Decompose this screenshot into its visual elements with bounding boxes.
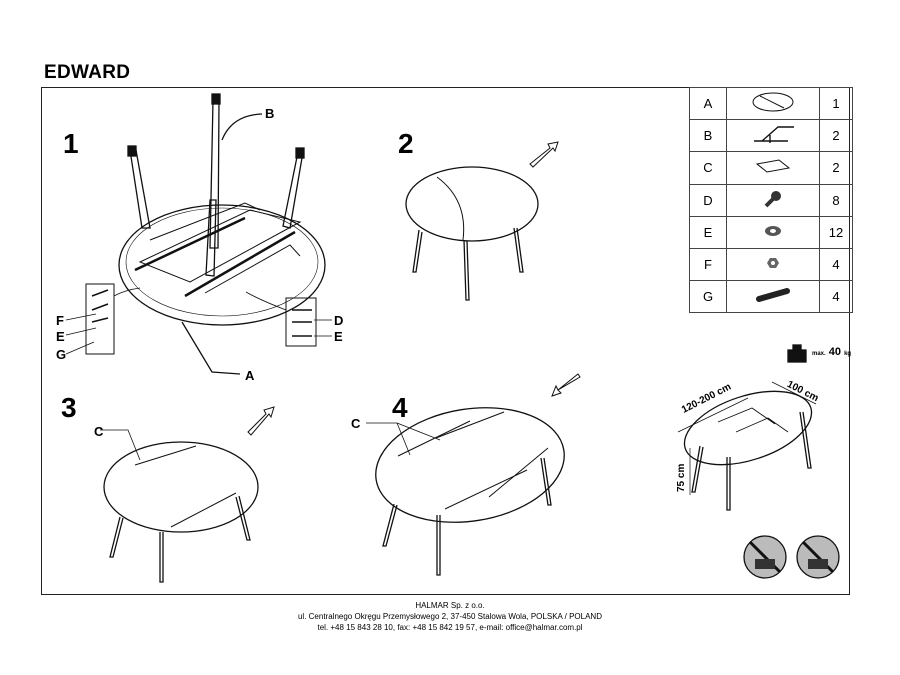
step4-illustration [366, 373, 581, 576]
parts-row: D 8 [689, 183, 853, 217]
tabletop-icon [726, 86, 820, 121]
footer-company: HALMAR Sp. z o.o. [415, 601, 485, 610]
max-load-prefix: max. [812, 351, 826, 357]
part-qty: 2 [819, 151, 853, 185]
step-number-3: 3 [61, 392, 77, 423]
part-qty: 4 [819, 247, 853, 282]
callout-g: G [56, 347, 67, 362]
callout-a: A [245, 368, 255, 383]
step-number-4: 4 [392, 392, 408, 423]
dimension-height: 75 cm [676, 463, 687, 492]
instruction-frame [41, 87, 850, 595]
weight-icon [787, 344, 807, 363]
part-letter: B [689, 119, 727, 153]
step3-illustration [100, 406, 275, 583]
max-load-unit: kg [844, 351, 852, 357]
part-letter: F [689, 247, 727, 282]
footer-contact: tel. +48 15 843 28 10, fax: +48 15 842 1… [317, 623, 583, 632]
step1-illustration [65, 93, 332, 375]
washer-icon [726, 215, 820, 249]
callout-e-right: E [334, 329, 343, 344]
bolt-icon [726, 183, 820, 217]
max-load-label: max. 40 kg [812, 346, 851, 358]
part-qty: 12 [819, 215, 853, 249]
leg-frame-icon [726, 119, 820, 153]
callout-c-step4: C [351, 416, 361, 431]
parts-row: B 2 [689, 119, 853, 153]
parts-row: F 4 [689, 247, 853, 282]
parts-row: A 1 [689, 86, 853, 121]
part-letter: E [689, 215, 727, 249]
footer: HALMAR Sp. z o.o. ul. Centralnego Okręgu… [0, 600, 900, 633]
max-load-value: 40 [828, 346, 841, 358]
document-title: EDWARD [44, 62, 131, 83]
part-qty: 2 [819, 119, 853, 153]
extension-leaf-icon [726, 151, 820, 185]
part-letter: A [689, 86, 727, 121]
part-qty: 4 [819, 280, 853, 314]
part-letter: G [689, 280, 727, 314]
threaded-rod-icon [726, 280, 820, 314]
footer-address: ul. Centralnego Okręgu Przemysłowego 2, … [297, 612, 602, 621]
callout-f: F [56, 313, 64, 328]
dimension-illustration [677, 381, 817, 511]
callout-b: B [265, 106, 275, 121]
parts-list: A 1 B 2 C 2 D 8 E 12 F 4 G 4 [689, 86, 853, 314]
callout-e-left: E [56, 329, 65, 344]
part-letter: C [689, 151, 727, 185]
parts-row: G 4 [689, 280, 853, 314]
step2-illustration [405, 141, 559, 301]
warning-icons [743, 535, 840, 579]
step-number-2: 2 [398, 128, 414, 159]
part-qty: 1 [819, 86, 853, 121]
part-letter: D [689, 183, 727, 217]
callout-d: D [334, 313, 344, 328]
part-qty: 8 [819, 183, 853, 217]
nut-icon [726, 247, 820, 282]
callout-c-step3: C [94, 424, 104, 439]
parts-row: C 2 [689, 151, 853, 185]
parts-row: E 12 [689, 215, 853, 249]
step-number-1: 1 [63, 128, 79, 159]
